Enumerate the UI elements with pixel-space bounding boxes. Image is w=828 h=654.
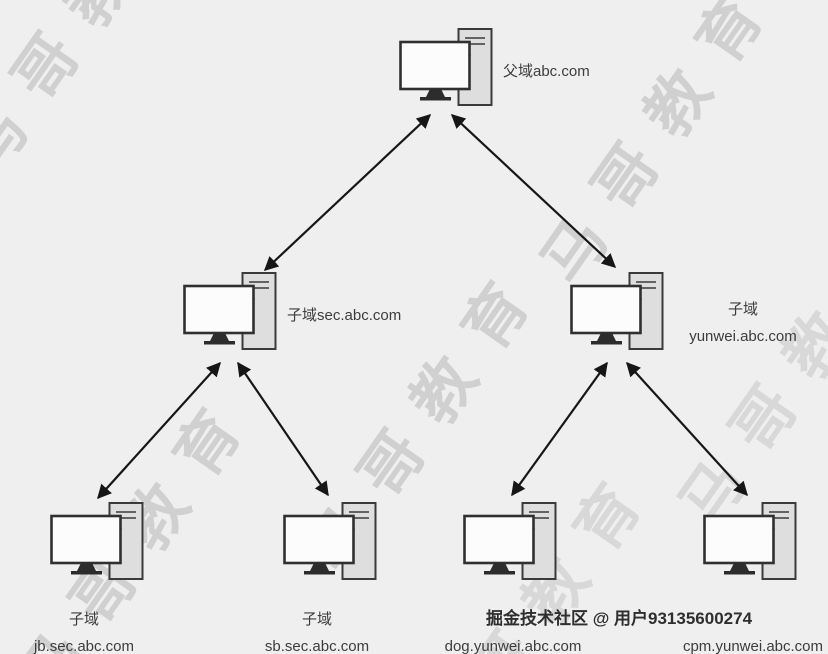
node-yunwei-domain: 子域 yunwei.abc.com (570, 272, 797, 354)
node-dog-domain: dog.yunwei.abc.com (445, 502, 581, 654)
computer-icon (570, 272, 664, 350)
node-label: cpm.yunwei.abc.com (682, 638, 824, 654)
node-label: dog.yunwei.abc.com (444, 638, 582, 654)
computer-icon (183, 272, 277, 350)
node-jb-domain: 子域 jb.sec.abc.com (34, 502, 147, 654)
node-label: 父域abc.com (503, 63, 590, 80)
node-label: 子域 jb.sec.abc.com (10, 606, 158, 654)
node-label-line2: jb.sec.abc.com (33, 638, 135, 654)
node-label-line2: sb.sec.abc.com (264, 638, 370, 654)
watermark-text: 马哥教育 (0, 0, 213, 187)
node-sb-domain: 子域 sb.sec.abc.com (265, 502, 380, 654)
node-label-line2: yunwei.abc.com (689, 328, 797, 345)
node-label: 子域sec.abc.com (287, 307, 402, 324)
node-label: 子域 yunwei.abc.com (684, 296, 802, 350)
computer-icon (703, 502, 797, 580)
node-label-line1: 子域 (68, 611, 99, 628)
watermark-text: 马哥教育 (529, 0, 793, 297)
arrow-yunwei-cpm (626, 361, 748, 497)
node-cpm-domain: cpm.yunwei.abc.com (683, 502, 823, 654)
node-label-line1: 子域 (301, 611, 332, 628)
node-label: 子域 sb.sec.abc.com (243, 606, 391, 654)
node-parent-domain: 父域abc.com (399, 28, 590, 110)
computer-icon (50, 502, 144, 580)
node-sec-domain: 子域sec.abc.com (183, 272, 401, 354)
arrow-sec-jb (97, 361, 221, 500)
arrow-sec-sb (237, 361, 329, 497)
computer-icon (399, 28, 493, 106)
node-label-line1: 子域 (727, 301, 758, 318)
community-watermark: 掘金技术社区 @ 用户93135600274 (486, 609, 753, 628)
arrow-parent-sec (263, 114, 432, 271)
watermark-text: 马哥教育 (667, 204, 828, 539)
computer-icon (463, 502, 557, 580)
arrow-yunwei-dog (511, 361, 608, 497)
arrow-parent-yunwei (450, 114, 617, 268)
computer-icon (283, 502, 377, 580)
